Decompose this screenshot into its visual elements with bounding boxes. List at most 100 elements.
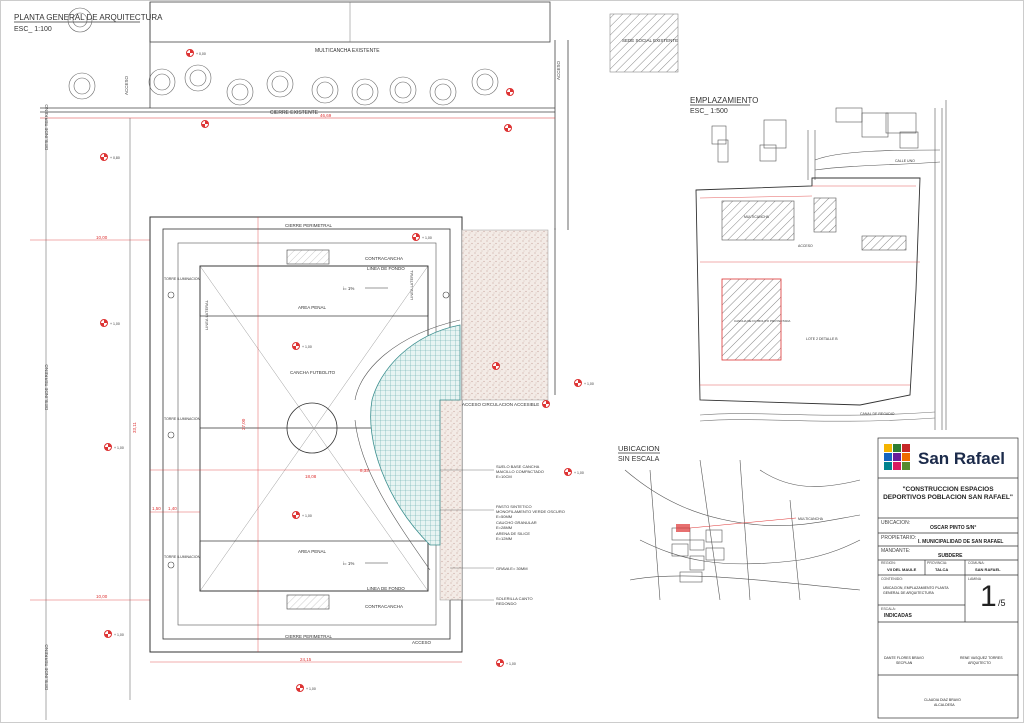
torre-label-3: TORRE ILUMINACION [164, 555, 201, 559]
note-6: E=50MM [496, 514, 512, 519]
location-scale: SIN ESCALA [618, 456, 660, 463]
project-title: "CONSTRUCCION ESPACIOS DEPORTIVOS POBLAC… [883, 486, 1013, 501]
ubicacion-value: OSCAR PINTO S/N° [930, 525, 977, 531]
level-6: + 1,00 [584, 382, 594, 386]
location-label: MULTICANCHA [798, 517, 824, 521]
level-5: + 1,00 [302, 345, 312, 349]
level-12: + 1,00 [306, 687, 316, 691]
provincia-value: TALCA [935, 567, 949, 572]
level-1: + 0,00 [196, 52, 206, 56]
note-7: CAUCHO GRANULAR [496, 520, 537, 525]
contracancha-bottom: CONTRACANCHA [365, 604, 403, 609]
site-canal-label: CANAL DE REGADIO [860, 412, 895, 416]
goal-top [286, 249, 330, 265]
sede-social [609, 13, 679, 73]
signature-2-role: ARQUITECTO [968, 661, 991, 665]
acceso-label-3: ACCESO [124, 75, 129, 95]
lamina-label: LAMINA [968, 577, 982, 581]
signature-3-role: ALCALDESA [934, 703, 955, 707]
level-markers [100, 49, 582, 692]
dim-left-bottom: 10,00 [96, 594, 108, 599]
contenido-value: UBICACION, EMPLAZAMIENTO PLANTA GENERAL … [883, 586, 949, 595]
level-8: + 1,00 [574, 471, 584, 475]
note-4: PASTO SINTETICO [496, 504, 532, 509]
propietario-value: I. MUNICIPALIDAD DE SAN RAFAEL [918, 539, 1004, 545]
note-5: MONOFILAMENTO VERDE OSCURO [496, 509, 565, 514]
main-plan-scale: ESC_ 1:100 [14, 26, 52, 33]
cierre-perimetral-top: CIERRE PERIMETRAL [285, 223, 333, 228]
note-13: REDONDO [496, 601, 516, 606]
circulacion-label: CIRCULACION ACCESIBLE [482, 402, 539, 407]
site-building-1 [813, 197, 837, 233]
deslinde-label-2: DESLINDE TERRENO [44, 364, 49, 410]
linea-fondo-top: LINEA DE FONDO [367, 266, 405, 271]
penalty-area-top [199, 265, 429, 317]
gravel-strip [439, 399, 463, 601]
site-cancha-proyectada [721, 278, 782, 361]
note-9: ARENA DE SILICE [496, 531, 530, 536]
acceso-label-2: ACCESO [412, 640, 432, 645]
mandante-value: SUBDERE [938, 553, 963, 559]
region-value: VII DEL MAULE [887, 567, 917, 572]
comuna-label: COMUNA: [968, 561, 985, 565]
lamina-number: 1 [980, 580, 997, 613]
level-7: + 1,00 [114, 446, 124, 450]
level-4: + 1,00 [110, 322, 120, 326]
site-street-label: CALLE UNO [895, 159, 915, 163]
gravel-area [461, 229, 549, 401]
level-3: + 1,00 [422, 236, 432, 240]
cierre-perimetral-bottom: CIERRE PERIMETRAL [285, 634, 333, 639]
pendiente-bottom: i= 1% [343, 561, 354, 566]
sede-social-label: SEDE SOCIAL EXISTENTE [622, 38, 678, 43]
note-3: E=10CM [496, 474, 512, 479]
acceso-label-4: ACCESO [556, 60, 561, 80]
torre-label-1: TORRE ILUMINACION [164, 277, 201, 281]
san-rafael-logo-icon [884, 444, 910, 470]
signature-3-name: CLAUDIA DIAZ BRAVO [924, 698, 961, 702]
mandante-label: MANDANTE: [881, 548, 911, 554]
location-map: UBICACION SIN ESCALA MULTICANCHA [618, 444, 861, 601]
escala-value: INDICADAS [884, 613, 912, 619]
area-penal-top: AREA PENAL [298, 305, 327, 310]
site-plan-title: EMPLAZAMIENTO [690, 96, 758, 105]
signature-1-role: SECPLAN [896, 661, 913, 665]
multicancha-label: MULTICANCHA EXISTENTE [315, 48, 380, 54]
level-10: + 1,00 [114, 633, 124, 637]
site-lote-label: LOTE 2 DETALLE B [806, 337, 838, 341]
propietario-label: PROPIETARIO: [881, 535, 917, 541]
signature-1-name: DANTE FLORES BRAVO [884, 656, 924, 660]
material-notes [440, 469, 494, 601]
dim-small-1: 1,50 [152, 506, 161, 511]
note-12: SOLERILLA CANTO [496, 596, 533, 601]
linea-lateral-left: LINEA LATERAL [204, 299, 209, 330]
note-2: MAICILLO COMPACTADO [496, 469, 544, 474]
location-title: UBICACION [618, 444, 660, 453]
goal-bottom [286, 594, 330, 610]
dim-bottom: 24,15 [300, 657, 312, 662]
dim-top: 46,69 [320, 113, 332, 118]
torre-label-2: TORRE ILUMINACION [164, 417, 201, 421]
level-2: + 0,80 [110, 156, 120, 160]
pendiente-top: i= 1% [343, 286, 354, 291]
region-label: REGION: [881, 561, 896, 565]
deslinde-label-3: DESLINDE TERRENO [44, 644, 49, 690]
title-block [877, 437, 1019, 719]
main-plan: PLANTA GENERAL DE ARQUITECTURA ESC_ 1:10… [14, 1, 679, 720]
acceso-label-1: ACCESO [462, 402, 482, 407]
site-building-2 [861, 235, 907, 251]
site-acceso-label: ACCESO [798, 244, 813, 248]
brand-name: San Rafael [918, 449, 1005, 468]
site-cancha-label: CANCHA DE FUTBOLITO PROYECTADA [734, 319, 790, 323]
site-plan: EMPLAZAMIENTO ESC_ 1:500 [690, 96, 947, 430]
note-11: GRAVA E= 30MM [496, 566, 528, 571]
linea-lateral-right: LINEA LATERAL [409, 269, 414, 300]
trees-row [67, 7, 499, 106]
contenido-label: CONTENIDO: [881, 577, 903, 581]
cierre-existente-label: CIERRE EXISTENTE [270, 110, 319, 116]
penalty-area-bottom [199, 540, 429, 592]
dim-center-horiz: 18,08 [305, 474, 317, 479]
site-multicancha [721, 200, 795, 241]
dim-small-2: 1,40 [168, 506, 177, 511]
dim-left-mid: 33,11 [132, 422, 137, 433]
dim-left-top: 10,00 [96, 235, 108, 240]
